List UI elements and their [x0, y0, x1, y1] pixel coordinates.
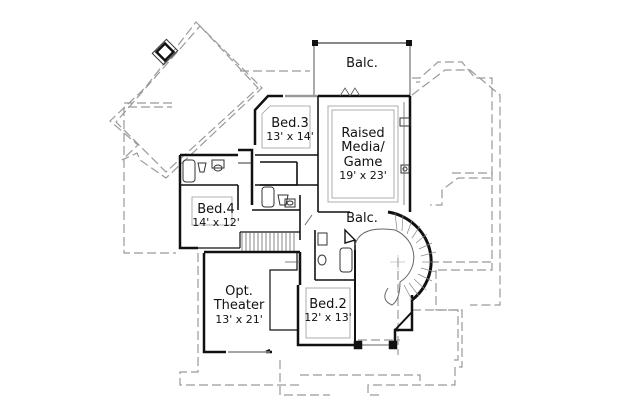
spiral-staircase: [354, 210, 437, 345]
room-name-line: Opt.: [225, 284, 253, 299]
room-label-bed3: Bed.3 13' x 14': [260, 116, 320, 144]
ceiling-outlines: [191, 105, 399, 339]
chimney: [151, 38, 179, 66]
room-name: Bed.3: [271, 116, 309, 131]
fixtures: [182, 87, 411, 273]
room-dimensions: 12' x 13': [304, 311, 352, 325]
balcony-top: [312, 40, 412, 96]
room-label-bed4: Bed.4 14' x 12': [186, 202, 246, 230]
room-dimensions: 19' x 23': [339, 168, 387, 182]
room-name-line: Theater: [213, 298, 265, 314]
room-label-media-game: Raised Media/ Game 19' x 23': [330, 126, 396, 182]
room-name: Bed.4: [197, 202, 235, 217]
room-name: Bed.2: [309, 297, 347, 312]
exterior-walls: [178, 94, 414, 354]
lower-floor-outline: [109, 21, 501, 396]
room-dimensions: 13' x 21': [215, 312, 263, 326]
room-label-bed2: Bed.2 12' x 13': [300, 297, 356, 325]
room-name-line: Raised: [341, 126, 385, 141]
room-label-balcony-top: Balc.: [334, 56, 390, 71]
room-dimensions: 13' x 14': [266, 130, 314, 144]
stair-straight: [241, 233, 295, 251]
room-name-line: Media/: [341, 140, 385, 156]
room-name-line: Game: [343, 154, 383, 170]
room-name: Balc.: [346, 56, 378, 71]
room-dimensions: 14' x 12': [192, 216, 240, 230]
room-label-theater: Opt. Theater 13' x 21': [208, 284, 270, 326]
room-label-balcony-mid: Balc.: [340, 211, 384, 226]
room-name: Balc.: [346, 211, 378, 226]
